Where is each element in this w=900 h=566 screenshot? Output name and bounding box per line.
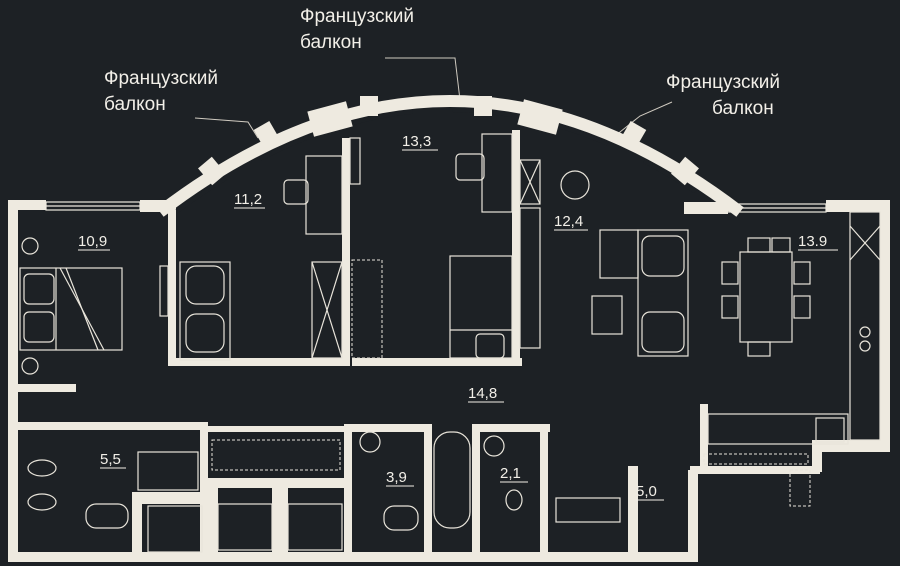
area-wc: 2,1 (500, 465, 521, 482)
room-labels: 10,9 11,2 13,3 12,4 13.9 14,8 5,5 3,9 2,… (78, 133, 838, 501)
furniture (19, 133, 881, 553)
curved-facade (45, 95, 827, 217)
area-entrance: 5,0 (636, 483, 657, 500)
interior-walls (18, 130, 708, 562)
callout-right-line2: балкон (712, 98, 774, 119)
area-room-13: 13,3 (402, 133, 431, 150)
area-room-11: 11,2 (234, 191, 262, 208)
callout-leaders (194, 57, 673, 139)
area-hall: 14,8 (468, 385, 497, 402)
area-bath-large: 5,5 (100, 451, 121, 468)
callout-top-line2: балкон (300, 32, 362, 53)
callout-left-line1: Французский (104, 68, 218, 89)
area-kitchen: 13.9 (798, 233, 827, 250)
area-bedroom1: 10,9 (78, 233, 107, 250)
callout-left-line2: балкон (104, 94, 166, 115)
callout-top-line1: Французский (300, 6, 414, 27)
callout-top: Французский балкон (300, 6, 414, 53)
callout-left: Французский балкон (104, 68, 218, 115)
callout-right: Французский балкон (666, 72, 780, 119)
area-bath-small: 3,9 (386, 469, 407, 486)
area-living: 12,4 (554, 213, 583, 230)
callout-right-line1: Французский (666, 72, 780, 93)
